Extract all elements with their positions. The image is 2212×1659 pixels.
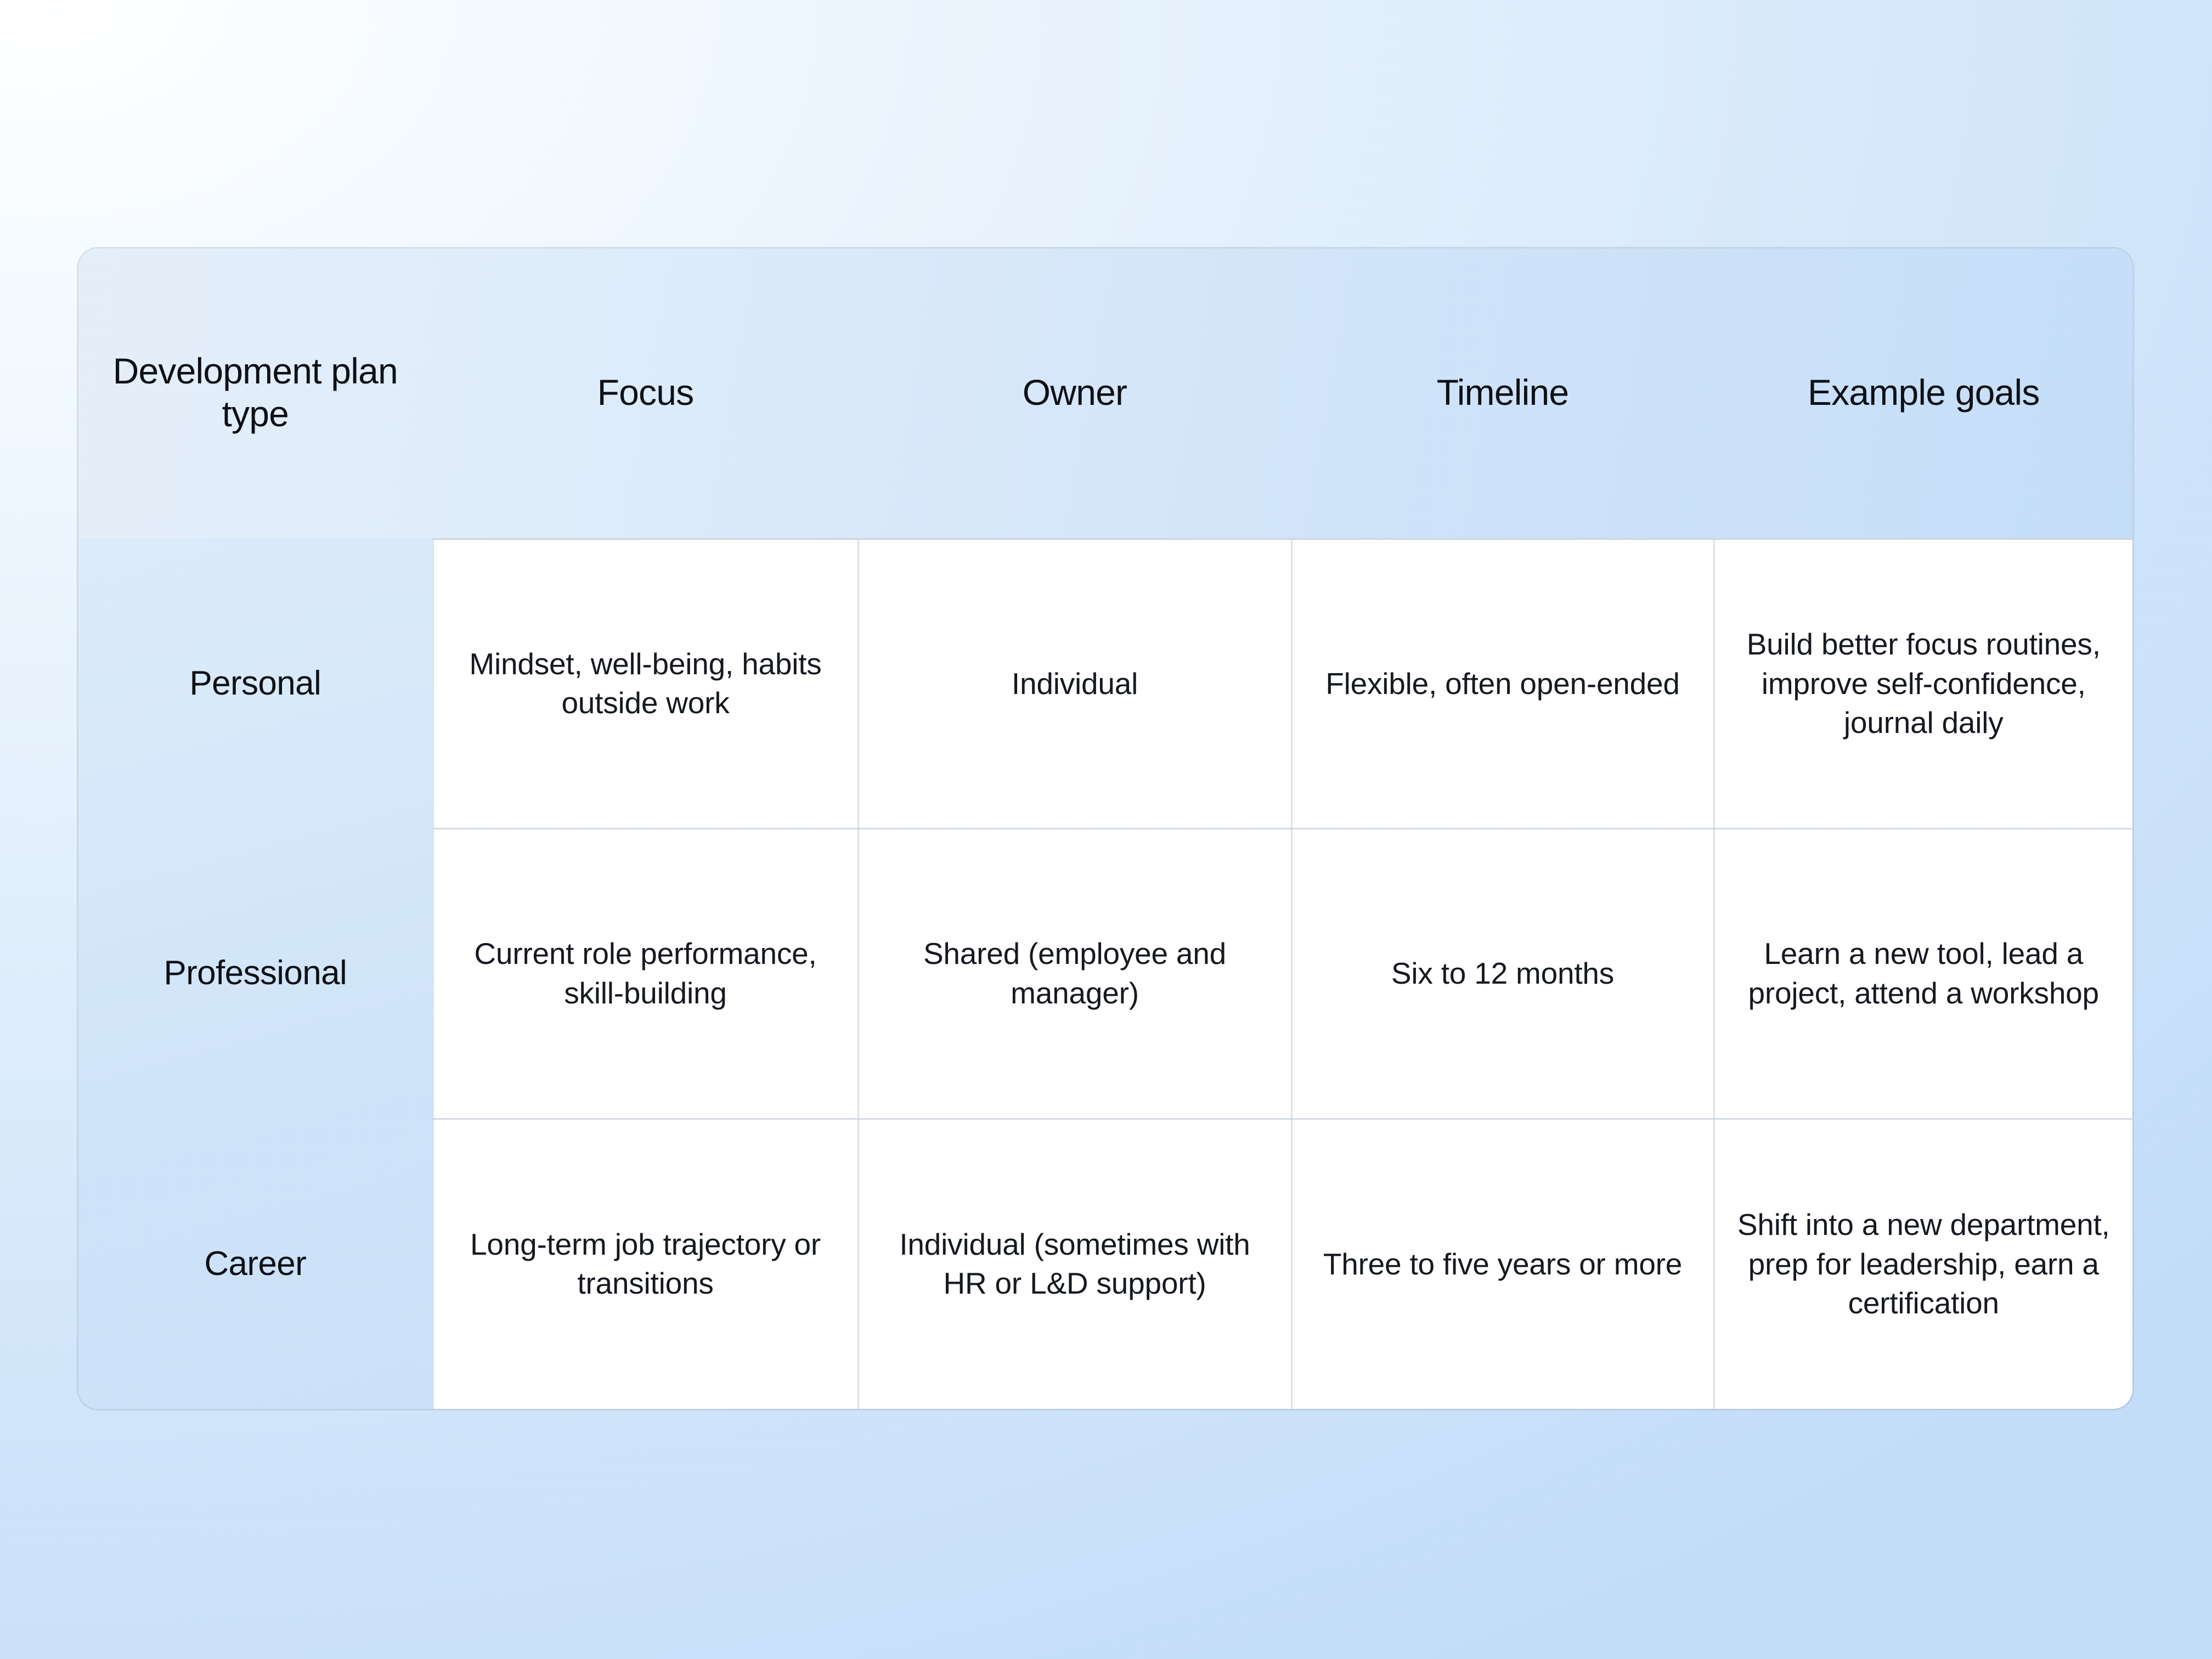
row-header-professional: Professional: [78, 828, 434, 1120]
cell-text: Mindset, well-being, habits outside work: [469, 646, 822, 720]
cell-text: Long-term job trajectory or transitions: [470, 1227, 821, 1301]
column-header-label: Focus: [597, 371, 695, 413]
cell-text: Individual (sometimes with HR or L&D sup…: [899, 1227, 1250, 1301]
table-row: Professional Current role performance, s…: [78, 828, 2132, 1120]
cell-text: Learn a new tool, lead a project, attend…: [1748, 936, 2100, 1010]
cell-career-focus: Long-term job trajectory or transitions: [433, 1119, 859, 1409]
table-row: Personal Mindset, well-being, habits out…: [78, 538, 2132, 830]
cell-text: Individual: [1011, 666, 1138, 701]
table-row: Career Long-term job trajectory or trans…: [78, 1119, 2132, 1409]
cell-career-example-goals: Shift into a new department, prep for le…: [1714, 1119, 2132, 1409]
cell-professional-example-goals: Learn a new tool, lead a project, attend…: [1714, 828, 2132, 1120]
cell-career-owner: Individual (sometimes with HR or L&D sup…: [858, 1119, 1293, 1409]
development-plan-comparison-table: Development plan type Focus Owner Timeli…: [78, 249, 2132, 1409]
cell-text: Build better focus routines, improve sel…: [1746, 627, 2101, 740]
cell-professional-owner: Shared (employee and manager): [858, 828, 1293, 1120]
cell-personal-example-goals: Build better focus routines, improve sel…: [1714, 538, 2132, 830]
row-header-career: Career: [78, 1119, 434, 1409]
cell-personal-owner: Individual: [858, 538, 1293, 830]
column-header-focus: Focus: [433, 249, 859, 540]
column-header-owner: Owner: [858, 249, 1293, 540]
column-header-development-plan-type: Development plan type: [78, 249, 434, 540]
row-header-personal: Personal: [78, 538, 434, 830]
column-header-label: Example goals: [1807, 371, 2040, 413]
column-header-label: Development plan type: [112, 350, 398, 434]
column-header-timeline: Timeline: [1291, 249, 1715, 540]
column-header-example-goals: Example goals: [1714, 249, 2132, 540]
comparison-table-card: Development plan type Focus Owner Timeli…: [78, 249, 2132, 1409]
header-row: Development plan type Focus Owner Timeli…: [78, 249, 2132, 540]
cell-personal-timeline: Flexible, often open-ended: [1291, 538, 1715, 830]
cell-text: Current role performance, skill-building: [474, 936, 817, 1010]
table-body: Personal Mindset, well-being, habits out…: [78, 538, 2132, 1409]
cell-text: Three to five years or more: [1323, 1246, 1683, 1281]
row-header-label: Personal: [189, 664, 321, 703]
cell-text: Shared (employee and manager): [923, 936, 1227, 1010]
row-header-label: Professional: [163, 954, 347, 992]
column-header-label: Owner: [1022, 371, 1127, 413]
cell-text: Shift into a new department, prep for le…: [1737, 1207, 2110, 1320]
cell-professional-focus: Current role performance, skill-building: [433, 828, 859, 1120]
cell-text: Flexible, often open-ended: [1325, 666, 1680, 701]
cell-personal-focus: Mindset, well-being, habits outside work: [433, 538, 859, 830]
cell-career-timeline: Three to five years or more: [1291, 1119, 1715, 1409]
cell-professional-timeline: Six to 12 months: [1291, 828, 1715, 1120]
table-header: Development plan type Focus Owner Timeli…: [78, 249, 2132, 540]
row-header-label: Career: [204, 1245, 307, 1283]
cell-text: Six to 12 months: [1391, 956, 1615, 990]
column-header-label: Timeline: [1436, 371, 1569, 413]
